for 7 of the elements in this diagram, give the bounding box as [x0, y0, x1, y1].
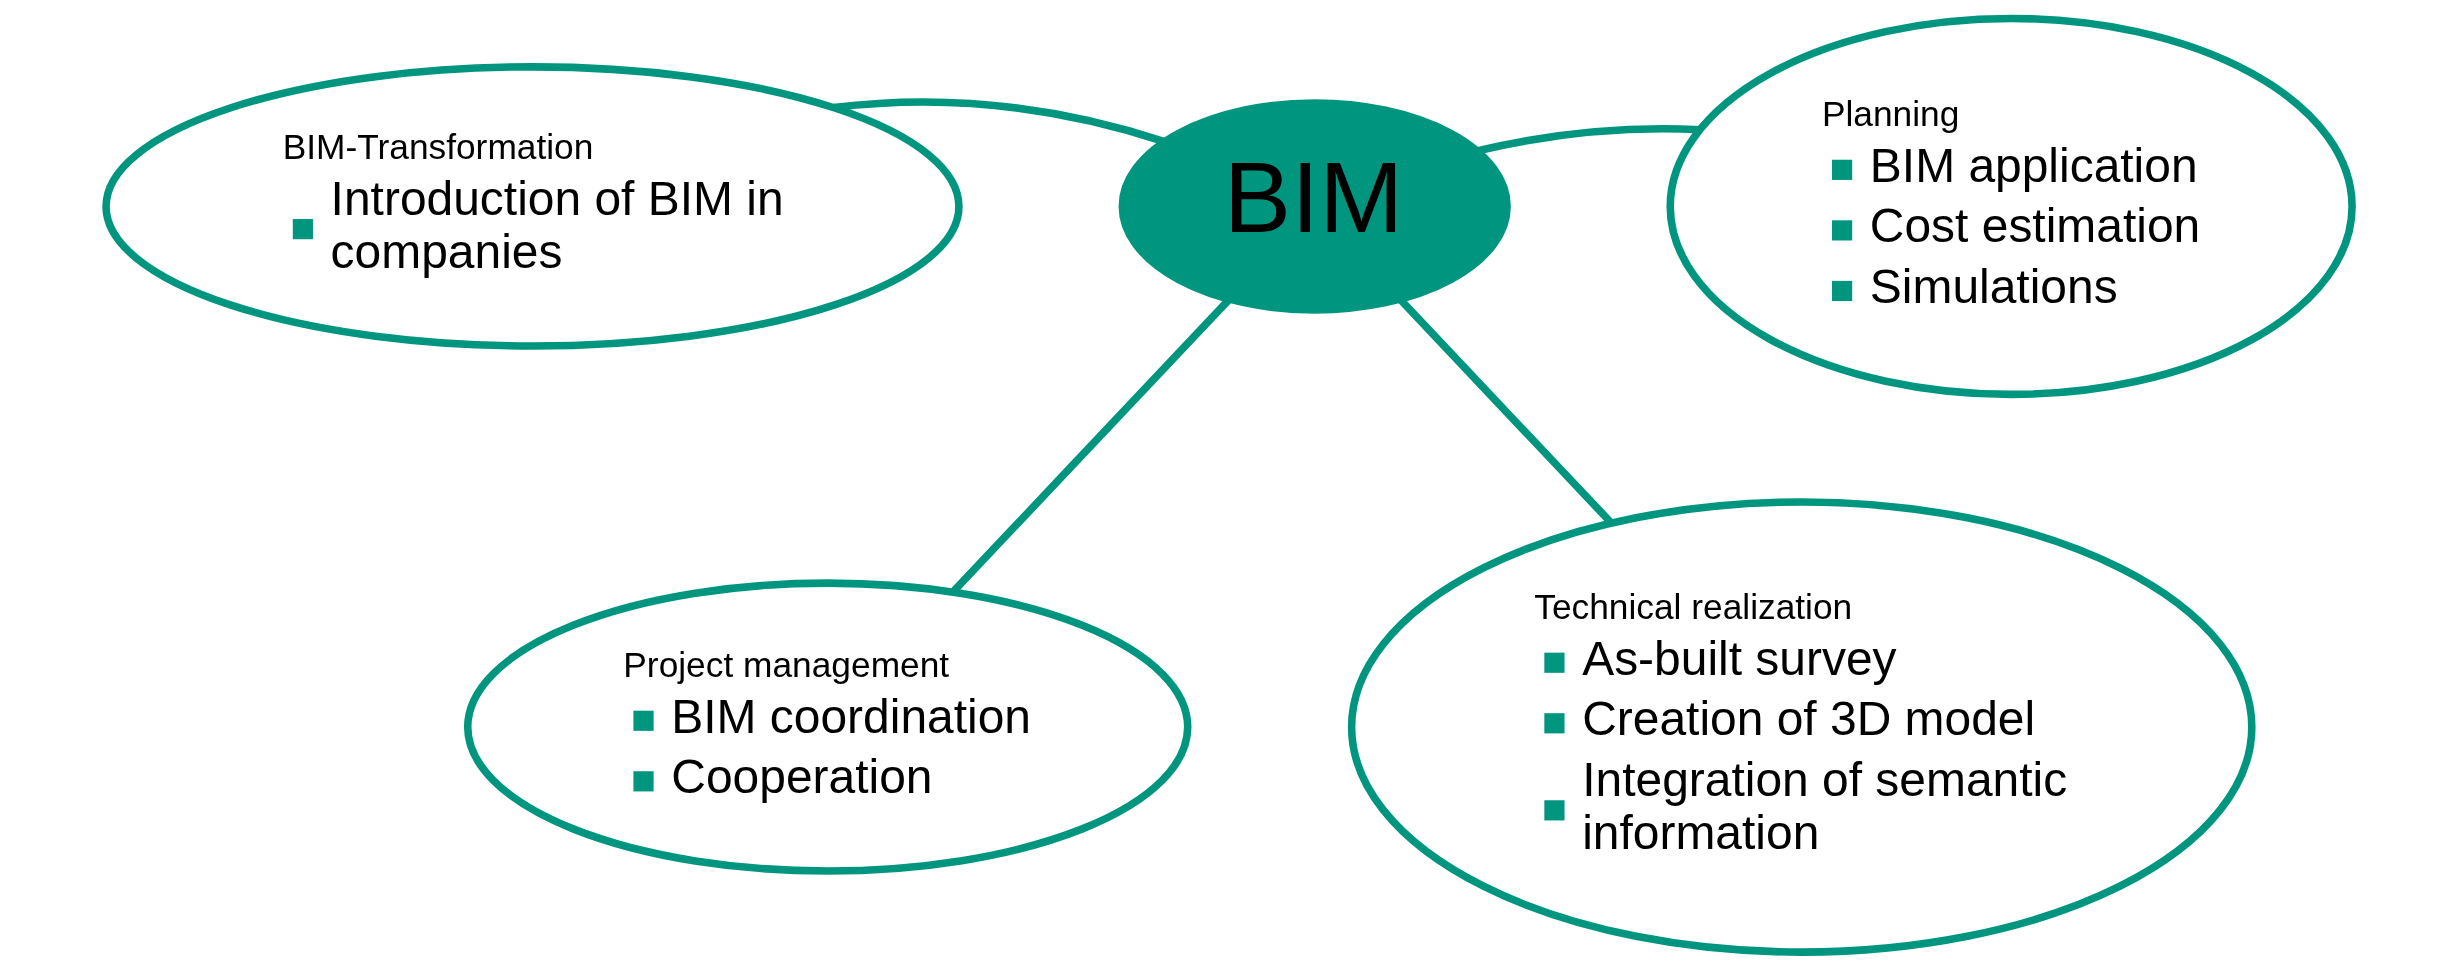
node-ellipse: Technical realization As-built survey Creation of 3D model Integration of semantic information: [1347, 497, 2256, 956]
node-ellipse: Planning BIM application Cost estimation Simulations: [1666, 14, 2356, 398]
connector: [833, 97, 1166, 145]
node-ellipse: BIM: [1118, 98, 1511, 314]
node-ellipse: BIM-Transformation Introduction of BIM in companies: [102, 62, 963, 350]
connector: [1477, 124, 1700, 154]
node-ellipse: Project management BIM coordination Cooperation: [463, 578, 1192, 875]
